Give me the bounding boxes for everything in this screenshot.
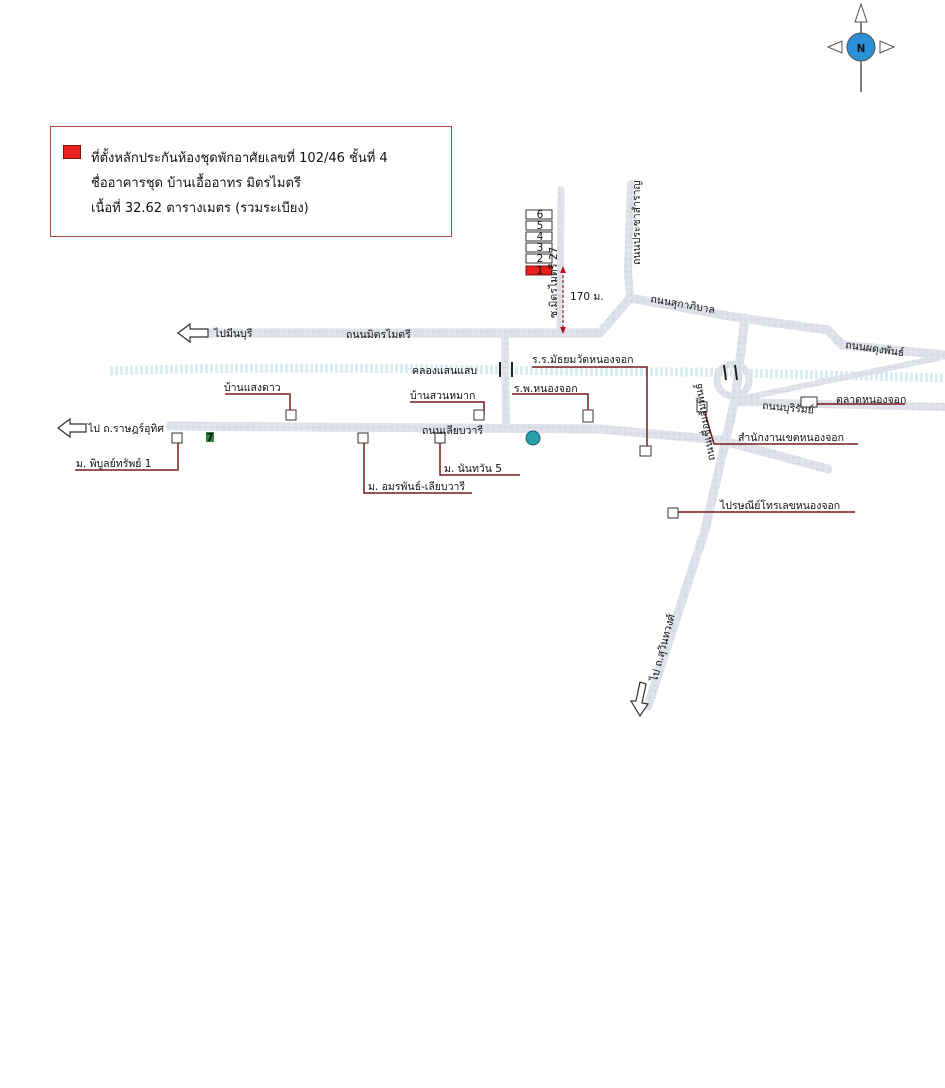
road-liapwari bbox=[165, 421, 833, 474]
compass-north-label: N bbox=[857, 43, 866, 55]
legend-line-1: ที่ตั้งหลักประกันห้องชุดพักอาศัยเลขที่ 1… bbox=[91, 151, 388, 166]
label-market: ตลาดหนองจอก bbox=[836, 394, 906, 406]
legend-line-2: ชื่ออาคารชุด บ้านเอื้ออาทร มิตรไมตรี bbox=[91, 176, 301, 191]
soi-label: ซ.มิตรไมตรี 27 bbox=[547, 247, 560, 318]
label-moo-phibun: ม. พิบูลย์ทรัพย์ 1 bbox=[76, 457, 151, 470]
label-to-minburi: ไปมีนบุรี bbox=[213, 327, 253, 340]
label-moo-amorn: ม. อมรพันธ์-เลียบวารี bbox=[368, 480, 465, 493]
road-soi-mitmaitri27 bbox=[556, 186, 565, 337]
legend-marker bbox=[63, 145, 81, 159]
roundabout bbox=[713, 360, 753, 400]
label-mitmaitri-road: ถนนมิตรไมตรี bbox=[346, 328, 411, 341]
label-khlong: คลองแสนแสบ bbox=[412, 365, 477, 377]
label-buriram-road: ถนนบุริรัมย์ bbox=[762, 399, 815, 416]
label-baan-suanmak: บ้านสวนหมาก bbox=[410, 390, 475, 402]
arrow-to-ratbamrung-icon bbox=[57, 417, 87, 439]
road-vertical-link bbox=[501, 329, 510, 430]
khlong-canal bbox=[109, 363, 945, 383]
label-to-suwinthawong: ไป ถ.สุวินทวงศ์ bbox=[647, 612, 678, 683]
arrow-to-minburi-icon bbox=[177, 322, 209, 344]
seven-eleven-icon bbox=[206, 432, 214, 442]
building-diagram: 6 5 4 3 2 1 bbox=[525, 209, 553, 277]
label-liapwari-road: ถนนเลียบวารี bbox=[422, 424, 483, 437]
road-chueam bbox=[643, 313, 750, 711]
distance-label: 170 ม. bbox=[570, 291, 604, 303]
seven-eleven-label: 7 bbox=[206, 432, 213, 444]
floor-label-6: 6 bbox=[537, 209, 544, 221]
label-moo-nanthawan: ม. นันทวัน 5 bbox=[444, 463, 502, 475]
road-prachasamran bbox=[624, 180, 635, 302]
label-to-ratbamrung: ไป ถ.ราษฎร์อุทิศ bbox=[87, 422, 164, 435]
compass-icon: N bbox=[826, 2, 896, 92]
legend-box: ที่ตั้งหลักประกันห้องชุดพักอาศัยเลขที่ 1… bbox=[50, 126, 452, 237]
landmark-logo-icon bbox=[525, 430, 541, 446]
floor-label-3: 3 bbox=[537, 242, 544, 254]
label-baan-saengdao: บ้านแสงดาว bbox=[224, 382, 281, 394]
label-district-office: สำนักงานเขตหนองจอก bbox=[738, 432, 844, 444]
leader-lines bbox=[75, 366, 905, 513]
floor-label-1: 1 bbox=[537, 265, 544, 277]
distance-marker: 170 ม. ซ.มิตรไมตรี 27 bbox=[547, 247, 604, 334]
label-hospital: ร.พ.หนองจอก bbox=[514, 383, 578, 395]
place-markers bbox=[171, 396, 818, 519]
label-prachasamran-road: ถนนประชาสำราญ bbox=[631, 180, 643, 265]
floor-label-2: 2 bbox=[537, 253, 544, 265]
bridge-marks bbox=[499, 362, 738, 381]
floor-label-5: 5 bbox=[537, 220, 544, 232]
label-sukapiban-road: ถนนสุกาภิบาล bbox=[649, 293, 715, 316]
label-school: ร.ร.มัธยมวัดหนองจอก bbox=[532, 354, 633, 366]
legend-line-3: เนื้อที่ 32.62 ตารางเมตร (รวมระเบียง) bbox=[91, 201, 309, 216]
label-phadungphan-road: ถนนผดุงพันธ์ bbox=[845, 338, 906, 359]
floor-label-4: 4 bbox=[537, 231, 544, 243]
road-mitmaitri bbox=[203, 293, 945, 360]
label-post-office: ไปรษณีย์โทรเลขหนองจอก bbox=[719, 499, 840, 512]
arrow-to-suwinthawong-icon bbox=[629, 681, 650, 718]
label-chueam-road: ถนนเชื่อมสัมพันธ์ bbox=[691, 382, 718, 462]
road-upper-right bbox=[732, 355, 941, 403]
